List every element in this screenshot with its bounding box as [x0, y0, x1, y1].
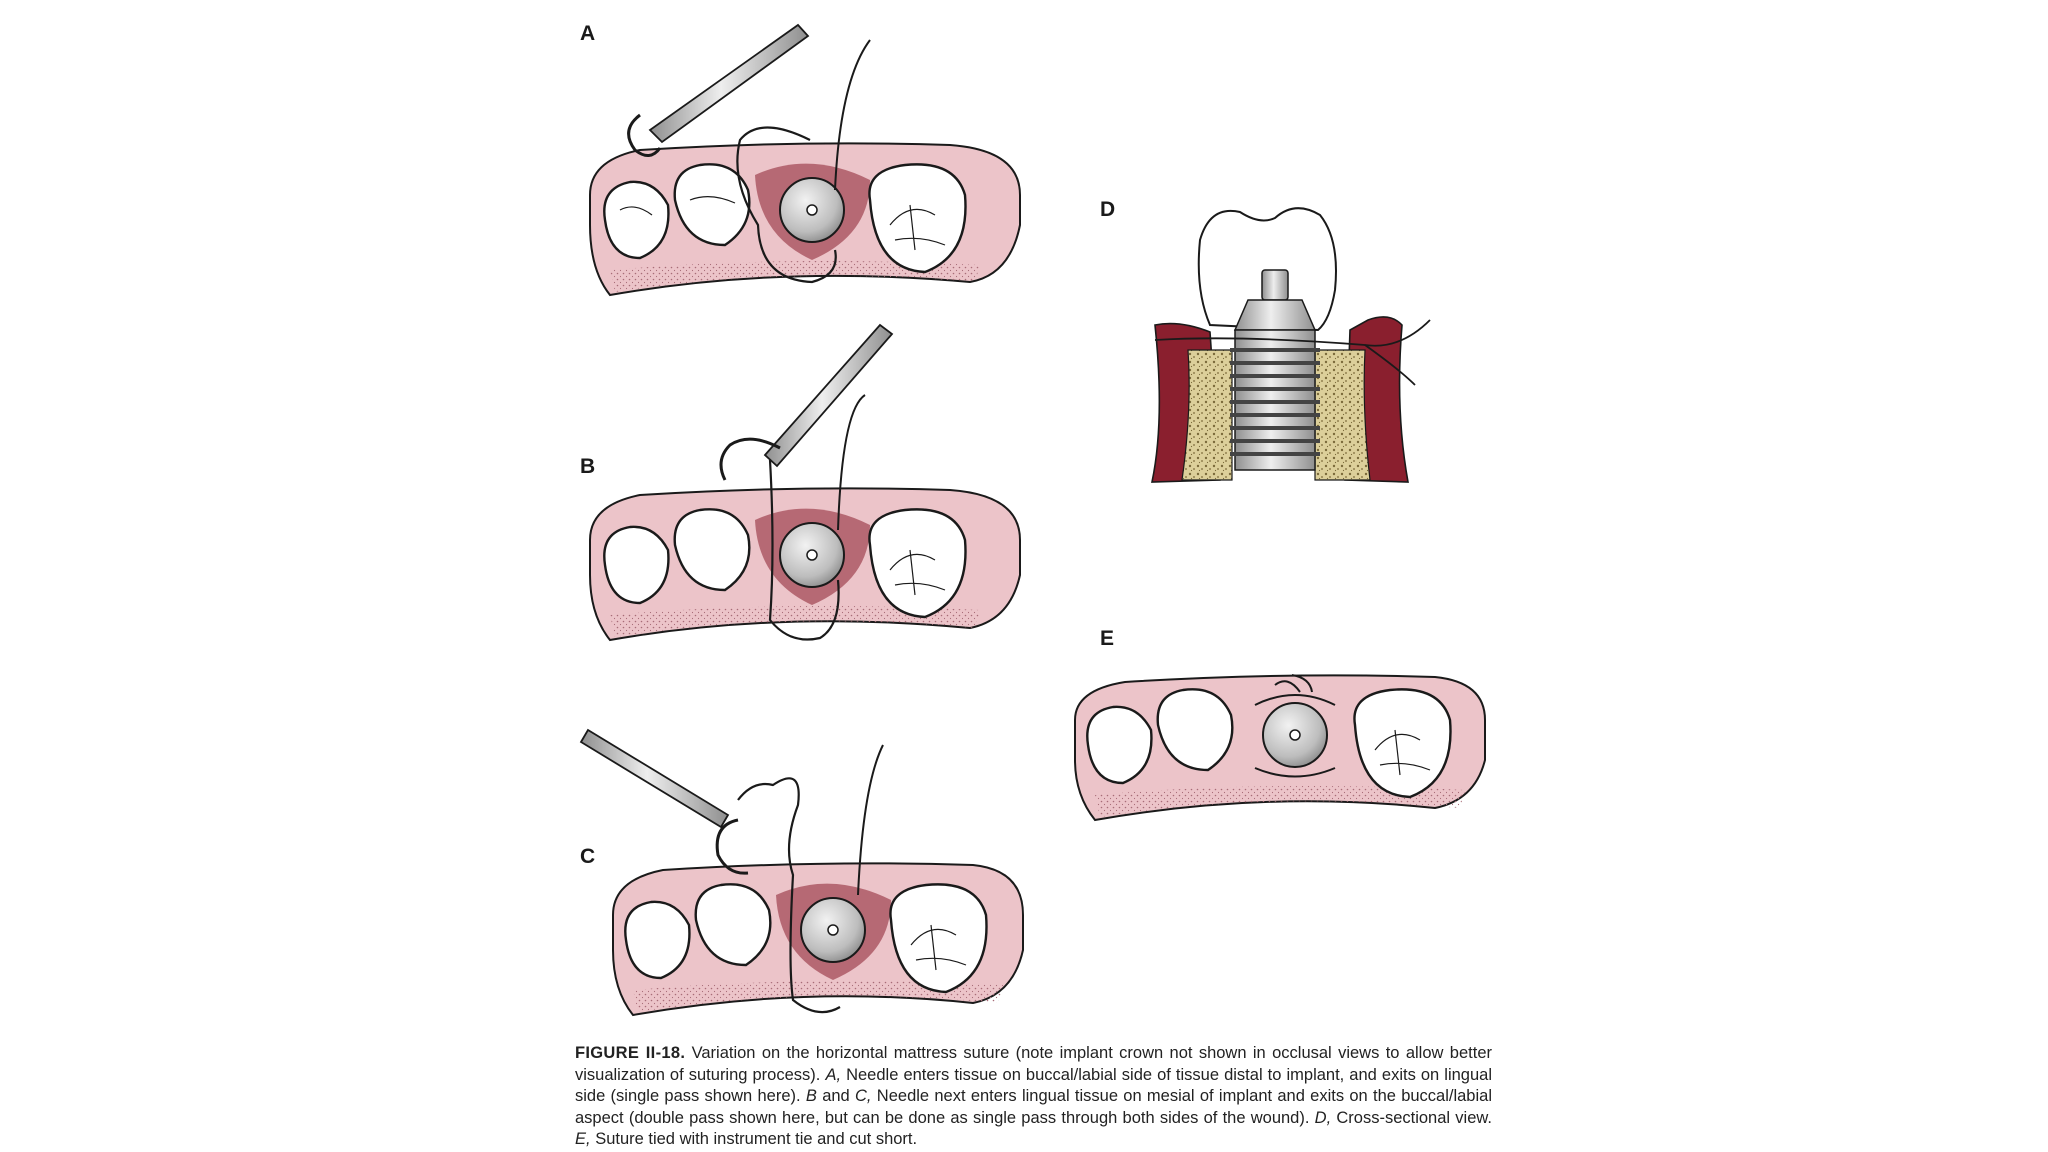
needle-holder-instrument	[719, 323, 894, 481]
panel-label-b: B	[580, 455, 596, 478]
implant-site	[1254, 694, 1336, 778]
caption-label-e: E,	[575, 1130, 591, 1148]
caption-text-a: Needle enters tissue on buccal/labial si…	[575, 1065, 1492, 1106]
tooth-premolar	[603, 525, 670, 605]
caption-text-d: Cross-sectional view.	[1336, 1108, 1492, 1127]
panel-e-illustration	[1074, 674, 1486, 822]
caption-label-c: C,	[855, 1087, 872, 1105]
needle-holder-instrument	[579, 728, 749, 875]
tooth-molar	[868, 163, 967, 274]
suture-thread	[737, 744, 884, 1014]
caption-and: and	[822, 1087, 850, 1105]
suture-knot	[1274, 674, 1313, 693]
tooth-canine-side	[694, 883, 772, 967]
needle-holder-instrument	[627, 23, 810, 157]
tooth-canine-side	[1156, 688, 1234, 772]
suture-thread	[736, 39, 871, 284]
panel-c-illustration	[579, 728, 1024, 1017]
caption-sentence-1: Variation on the horizontal mattress sut…	[575, 1044, 1492, 1084]
caption-text-e: Suture tied with instrument tie and cut …	[595, 1130, 918, 1148]
caption-label-b: B	[805, 1087, 817, 1105]
implant-site	[776, 883, 891, 980]
panel-label-e: E	[1100, 627, 1115, 650]
caption-text-bc: Needle next enters lingual tissue on mes…	[575, 1087, 1492, 1127]
implant-site	[755, 163, 870, 260]
tooth-molar	[1353, 688, 1452, 799]
tooth-canine-side	[673, 163, 751, 247]
panel-d-illustration	[1151, 207, 1431, 483]
panel-label-c: C	[580, 845, 596, 868]
suture-thread	[768, 394, 866, 641]
bone-right	[1314, 349, 1371, 481]
caption-label-a: A,	[825, 1065, 842, 1084]
panel-a-illustration	[589, 23, 1021, 297]
implant-site	[755, 508, 870, 605]
bone-left	[1181, 349, 1233, 481]
figure-id: FIGURE II-18.	[575, 1044, 686, 1062]
figure-caption: FIGURE II-18. Variation on the horizonta…	[575, 1043, 1492, 1151]
panel-label-d: D	[1100, 198, 1116, 221]
tooth-premolar	[603, 180, 670, 260]
tooth-premolar	[1086, 705, 1153, 785]
tooth-molar	[868, 508, 967, 619]
tooth-canine-side	[673, 508, 751, 592]
tooth-molar	[889, 883, 988, 994]
suture-thread	[1154, 319, 1431, 386]
panel-b-illustration	[589, 323, 1021, 642]
panel-label-a: A	[580, 22, 596, 45]
implant-body	[1230, 329, 1320, 471]
tooth-premolar	[624, 900, 691, 980]
caption-label-d: D,	[1314, 1108, 1332, 1127]
